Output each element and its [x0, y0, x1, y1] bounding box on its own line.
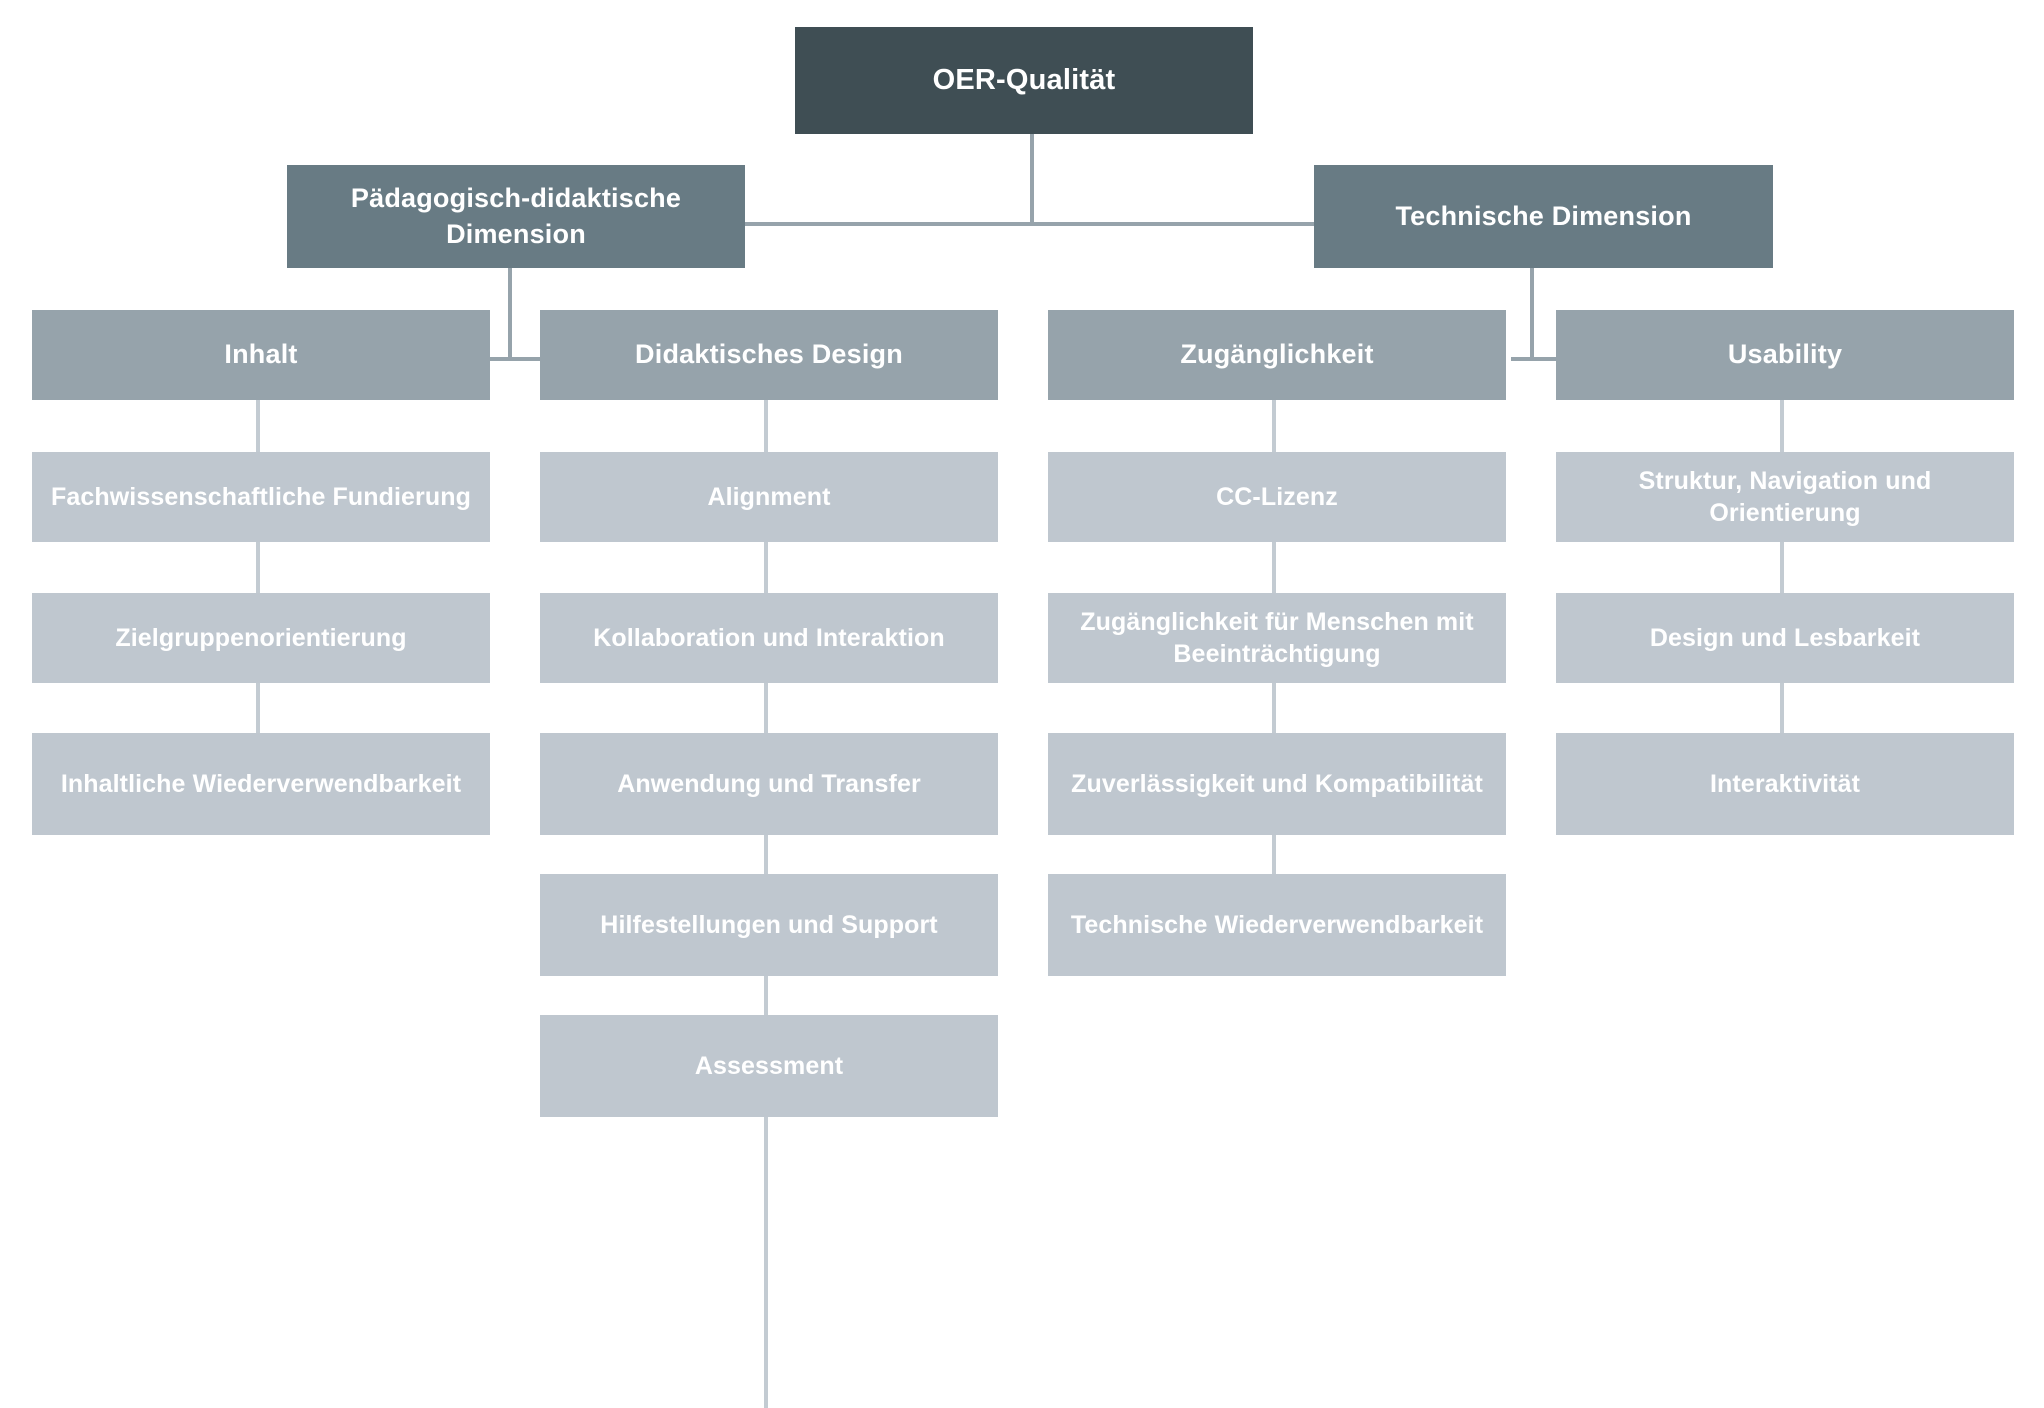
node-criterion-label: Zuverlässigkeit und Kompatibilität	[1071, 769, 1483, 798]
node-dimension-label: Technische Dimension	[1395, 200, 1692, 231]
node-criterion-label: Inhaltliche Wiederverwendbarkeit	[60, 769, 462, 798]
node-criterion-label: Alignment	[707, 482, 831, 511]
node-category-label: Usability	[1727, 339, 1843, 370]
node-criterion[interactable]: Anwendung und Transfer	[540, 733, 998, 835]
node-criterion[interactable]: Alignment	[540, 452, 998, 542]
connector-dimension-bus	[742, 222, 1318, 226]
connector-right-category-bus	[1511, 357, 1569, 361]
node-criterion-label: Zugänglichkeit für Menschen mit Beeinträ…	[1080, 607, 1474, 669]
node-criterion[interactable]: Kollaboration und Interaktion	[540, 593, 998, 683]
node-root-oer-qualitaet[interactable]: OER-Qualität	[795, 27, 1253, 134]
node-criterion[interactable]: Inhaltliche Wiederverwendbarkeit	[32, 733, 490, 835]
node-criterion[interactable]: Zugänglichkeit für Menschen mit Beeinträ…	[1048, 593, 1506, 683]
node-criterion-label: Assessment	[694, 1051, 844, 1080]
oer-quality-hierarchy-diagram: OER-Qualität Pädagogisch-didaktische Dim…	[32, 27, 2014, 1408]
connector-left-category-bus	[489, 357, 547, 361]
node-criterion[interactable]: CC-Lizenz	[1048, 452, 1506, 542]
connector-root-down	[1030, 134, 1034, 224]
node-criterion-label: Kollaboration und Interaktion	[593, 623, 945, 652]
node-criterion[interactable]: Fachwissenschaftliche Fundierung	[32, 452, 490, 542]
node-criterion-label: Design und Lesbarkeit	[1649, 623, 1921, 652]
node-category-usability[interactable]: Usability	[1556, 310, 2014, 400]
node-category-label: Inhalt	[224, 339, 298, 370]
node-category-didaktisches-design[interactable]: Didaktisches Design	[540, 310, 998, 400]
connector-col3-spine	[1272, 400, 1276, 976]
node-criterion[interactable]: Zielgruppenorientierung	[32, 593, 490, 683]
node-criterion[interactable]: Hilfestellungen und Support	[540, 874, 998, 976]
node-dimension-paedagogisch-didaktisch[interactable]: Pädagogisch-didaktische Dimension	[287, 165, 745, 268]
connector-left-dimension-down	[508, 268, 512, 360]
node-dimension-technisch[interactable]: Technische Dimension	[1314, 165, 1773, 268]
connector-right-dimension-down	[1530, 268, 1534, 360]
node-criterion[interactable]: Zuverlässigkeit und Kompatibilität	[1048, 733, 1506, 835]
node-category-inhalt[interactable]: Inhalt	[32, 310, 490, 400]
node-category-label: Didaktisches Design	[635, 339, 903, 370]
node-criterion-label: Hilfestellungen und Support	[600, 910, 938, 939]
node-criterion-label: Struktur, Navigation und Orientierung	[1638, 466, 1932, 528]
node-criterion-label: Fachwissenschaftliche Fundierung	[51, 482, 471, 511]
node-criterion-label: Interaktivität	[1709, 769, 1861, 798]
node-root-label: OER-Qualität	[932, 63, 1116, 96]
node-dimension-label: Pädagogisch-didaktische Dimension	[350, 183, 682, 249]
node-criterion-label: Technische Wiederverwendbarkeit	[1070, 910, 1484, 939]
node-criterion[interactable]: Design und Lesbarkeit	[1556, 593, 2014, 683]
node-criterion[interactable]: Interaktivität	[1556, 733, 2014, 835]
node-criterion[interactable]: Struktur, Navigation und Orientierung	[1556, 452, 2014, 542]
node-category-zugaenglichkeit[interactable]: Zugänglichkeit	[1048, 310, 1506, 400]
node-criterion[interactable]: Technische Wiederverwendbarkeit	[1048, 874, 1506, 976]
node-criterion[interactable]: Assessment	[540, 1015, 998, 1117]
node-criterion-label: CC-Lizenz	[1216, 482, 1338, 511]
node-criterion-label: Zielgruppenorientierung	[115, 623, 407, 652]
node-criterion-label: Anwendung und Transfer	[617, 769, 921, 798]
node-category-label: Zugänglichkeit	[1180, 339, 1374, 370]
